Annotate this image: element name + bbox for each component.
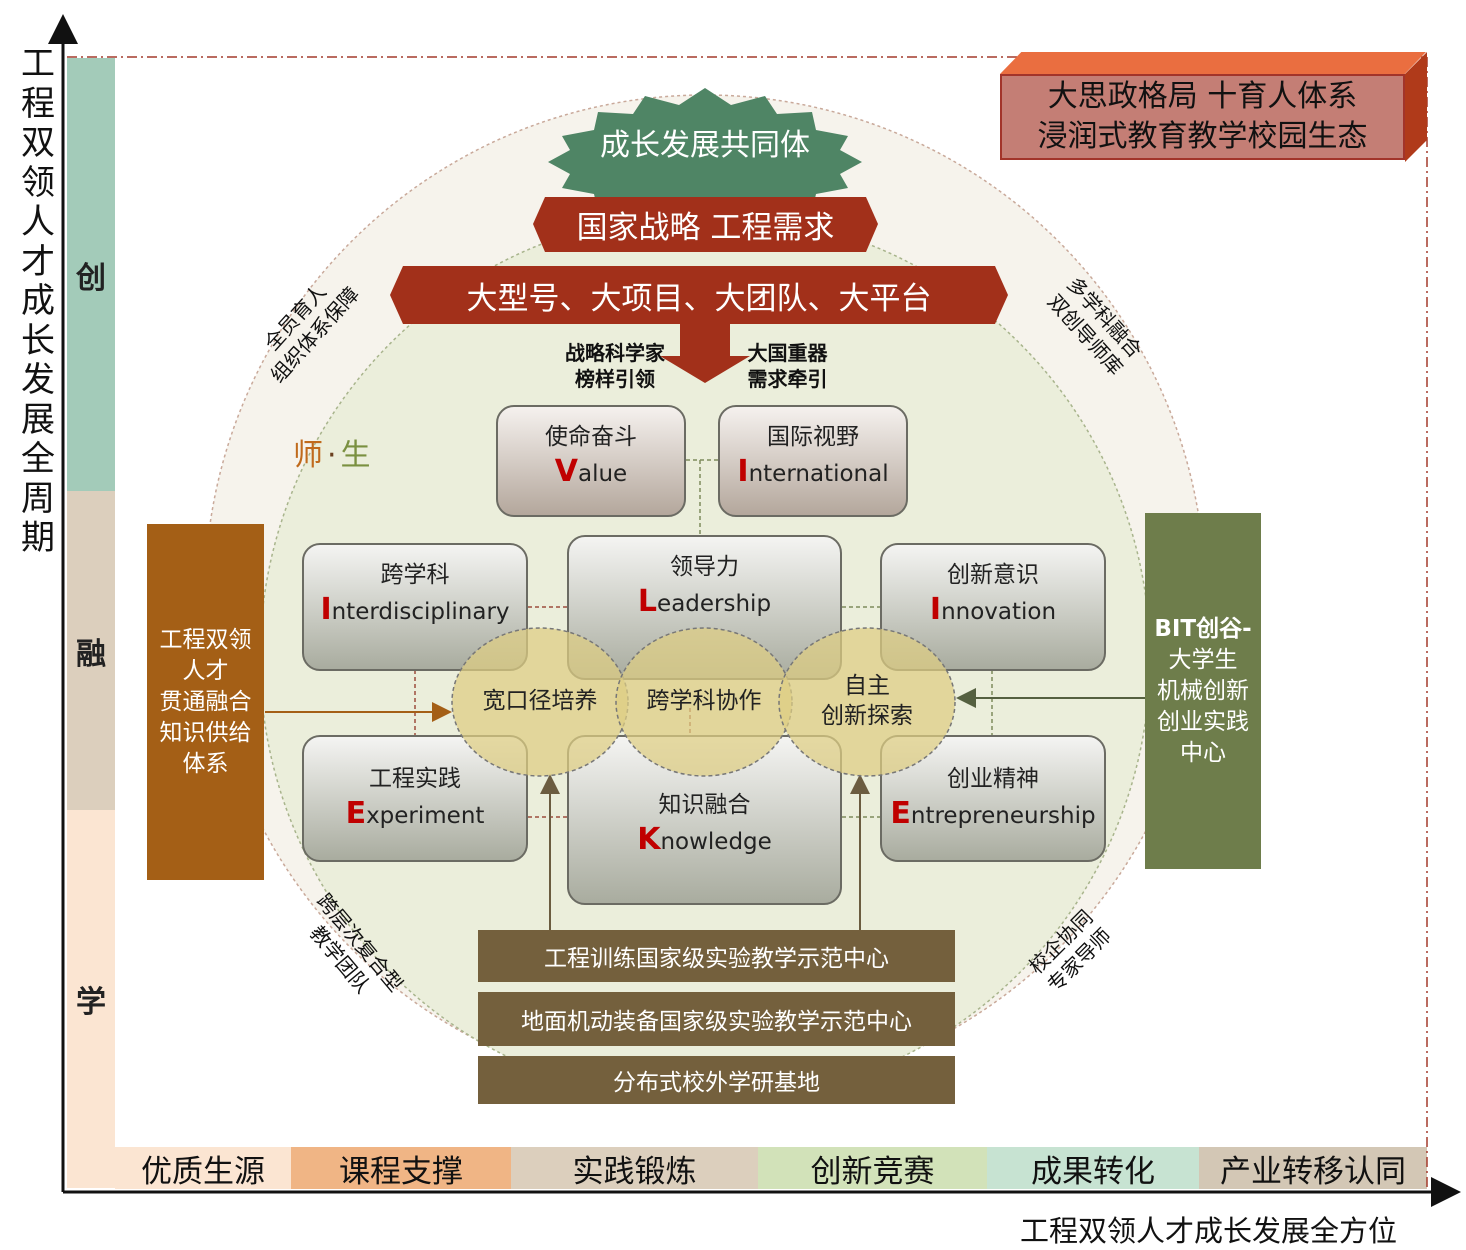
y-axis-label: 工程双领人才成长发展全周期 — [21, 44, 55, 558]
platform-label: 大型号、大项目、大团队、大平台 — [466, 280, 932, 317]
leadership-box: 领导力 Leadership — [567, 535, 842, 680]
banner-side-face — [1405, 52, 1427, 162]
bottom-bar-training-center: 工程训练国家级实验教学示范中心 — [478, 930, 955, 982]
banner-line-1: 大思政格局 十育人体系 — [1047, 79, 1358, 114]
national-strategy-label: 国家战略 工程需求 — [576, 210, 835, 246]
interdisciplinary-box: 跨学科 Interdisciplinary — [302, 543, 528, 671]
oval-autonomous-innovation: 自主创新探索 — [821, 673, 913, 729]
x-axis-label: 工程双领人才成长发展全方位 — [1020, 1214, 1398, 1248]
bottom-bar-research-base: 分布式校外学研基地 — [478, 1056, 955, 1104]
teacher-student-label: 师·生 — [293, 438, 371, 473]
knowledge-box: 知识融合 Knowledge — [567, 735, 842, 905]
phase-band-fuse — [67, 491, 115, 810]
entrepreneurship-box: 创业精神 Entrepreneurship — [880, 735, 1106, 862]
strategic-scientist-caption: 战略科学家榜样引领 — [565, 341, 665, 391]
ecosystem-banner: 大思政格局 十育人体系 浸润式教育教学校园生态 — [1000, 74, 1405, 160]
banner-top-face — [1000, 52, 1426, 74]
international-box: 国际视野 International — [718, 405, 908, 517]
oval-cross-discipline: 跨学科协作 — [646, 688, 762, 714]
phase-band-learn — [67, 810, 115, 1188]
stage-label: 创新竞赛 — [810, 1153, 935, 1190]
national-need-caption: 大国重器需求牵引 — [747, 341, 828, 391]
experiment-box: 工程实践 Experiment — [302, 735, 528, 862]
stage-label: 优质生源 — [141, 1153, 265, 1190]
community-label: 成长发展共同体 — [600, 128, 810, 163]
oval-broad-training: 宽口径培养 — [482, 688, 598, 714]
phase-learn-label: 学 — [76, 985, 106, 1020]
bit-innovation-panel: BIT创谷-大学生机械创新创业实践中心 — [1145, 513, 1261, 869]
innovation-box: 创新意识 Innovation — [880, 543, 1106, 671]
stage-label: 成果转化 — [1031, 1153, 1155, 1190]
stage-label: 产业转移认同 — [1220, 1153, 1406, 1190]
value-box: 使命奋斗 Value — [496, 405, 686, 517]
phase-create-label: 创 — [76, 260, 106, 296]
banner-line-2: 浸润式教育教学校园生态 — [1037, 119, 1368, 154]
stage-label: 课程支撑 — [339, 1153, 463, 1190]
phase-band-create — [67, 58, 115, 491]
knowledge-supply-panel: 工程双领人才贯通融合知识供给体系 — [147, 524, 264, 880]
bottom-bar-equipment-center: 地面机动装备国家级实验教学示范中心 — [478, 992, 955, 1046]
stage-label: 实践锻炼 — [572, 1153, 697, 1190]
phase-fuse-label: 融 — [76, 636, 106, 672]
